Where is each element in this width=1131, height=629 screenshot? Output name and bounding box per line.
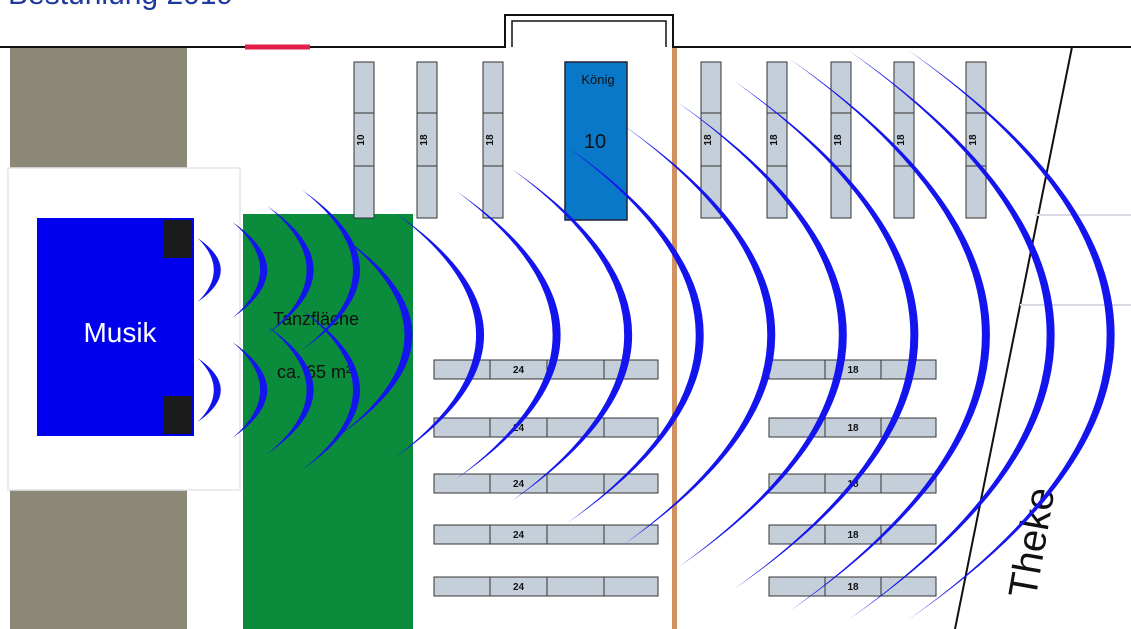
table-number: 18	[485, 134, 496, 146]
table-number: 18	[896, 134, 907, 146]
king-number: 10	[584, 131, 606, 153]
table-top: 18	[482, 61, 504, 219]
divider-line	[672, 48, 677, 629]
sound-wave-arc	[267, 206, 314, 334]
bar-line	[954, 46, 1073, 629]
table-bottom: 24	[433, 473, 659, 494]
table-number: 24	[513, 365, 525, 376]
table-bottom: 24	[433, 576, 659, 597]
table-top: 10	[353, 61, 375, 219]
table-top: 18	[416, 61, 438, 219]
sound-wave-arc	[395, 213, 485, 457]
sound-wave-arc	[567, 147, 704, 523]
sound-wave-arc	[456, 191, 561, 479]
wall-block-top	[10, 48, 187, 168]
dance-floor: Tanzfläche ca. 65 m²	[243, 214, 413, 629]
table-top: 18	[893, 61, 915, 219]
sound-wave-arc	[340, 235, 413, 435]
sound-waves	[197, 50, 1115, 620]
sound-wave-arc	[734, 81, 919, 589]
table-number: 18	[847, 423, 859, 434]
table-bottom: 18	[768, 524, 937, 545]
sound-wave-arc	[678, 103, 847, 567]
table-number: 18	[419, 134, 430, 146]
table-number: 24	[513, 479, 525, 490]
bar-label: Theke	[1001, 484, 1064, 601]
sound-wave-arc	[511, 169, 633, 501]
table-bottom: 18	[768, 359, 937, 380]
sound-wave-arc	[302, 190, 360, 350]
sound-wave-arc	[267, 326, 314, 454]
speaker-top	[164, 220, 191, 258]
table-number: 18	[769, 134, 780, 146]
sound-wave-arc	[623, 125, 776, 545]
table-number: 24	[513, 530, 525, 541]
sound-wave-arc	[908, 50, 1115, 620]
top-tables: 10 18 18 18 18 18 18 18	[353, 61, 987, 219]
sound-wave-arc	[197, 238, 221, 302]
table-top: 18	[766, 61, 788, 219]
dance-floor-area: ca. 65 m²	[277, 362, 352, 382]
sound-wave-arc	[232, 222, 268, 318]
room-walls	[0, 14, 1131, 629]
page-title: Bestuhlung 2019	[8, 0, 233, 12]
music-stage: Musik	[37, 218, 194, 436]
table-bottom: 18	[768, 417, 937, 438]
speaker-bottom	[164, 396, 191, 434]
table-number: 24	[513, 582, 525, 593]
dance-floor-label: Tanzfläche	[273, 309, 359, 329]
table-number: 24	[513, 423, 525, 434]
table-bottom: 24	[433, 417, 659, 438]
table-number: 18	[847, 530, 859, 541]
king-title: König	[581, 72, 614, 87]
table-number: 18	[847, 365, 859, 376]
sound-wave-arc	[848, 50, 1055, 620]
table-number: 18	[833, 134, 844, 146]
sound-wave-arc	[789, 59, 990, 611]
table-top: 18	[700, 61, 722, 219]
wall-block-bottom	[10, 490, 187, 629]
table-number: 18	[703, 134, 714, 146]
table-number: 18	[968, 134, 979, 146]
table-top: 18	[830, 61, 852, 219]
sound-wave-arc	[197, 358, 221, 422]
table-number: 18	[847, 582, 859, 593]
sound-wave-arc	[302, 310, 360, 470]
sound-wave-arc	[232, 342, 268, 438]
table-top: 18	[965, 61, 987, 219]
table-bottom: 18	[768, 576, 937, 597]
music-label: Musik	[83, 317, 157, 348]
table-number: 10	[356, 134, 367, 146]
king-table: König 10	[564, 61, 628, 221]
table-bottom: 24	[433, 524, 659, 545]
